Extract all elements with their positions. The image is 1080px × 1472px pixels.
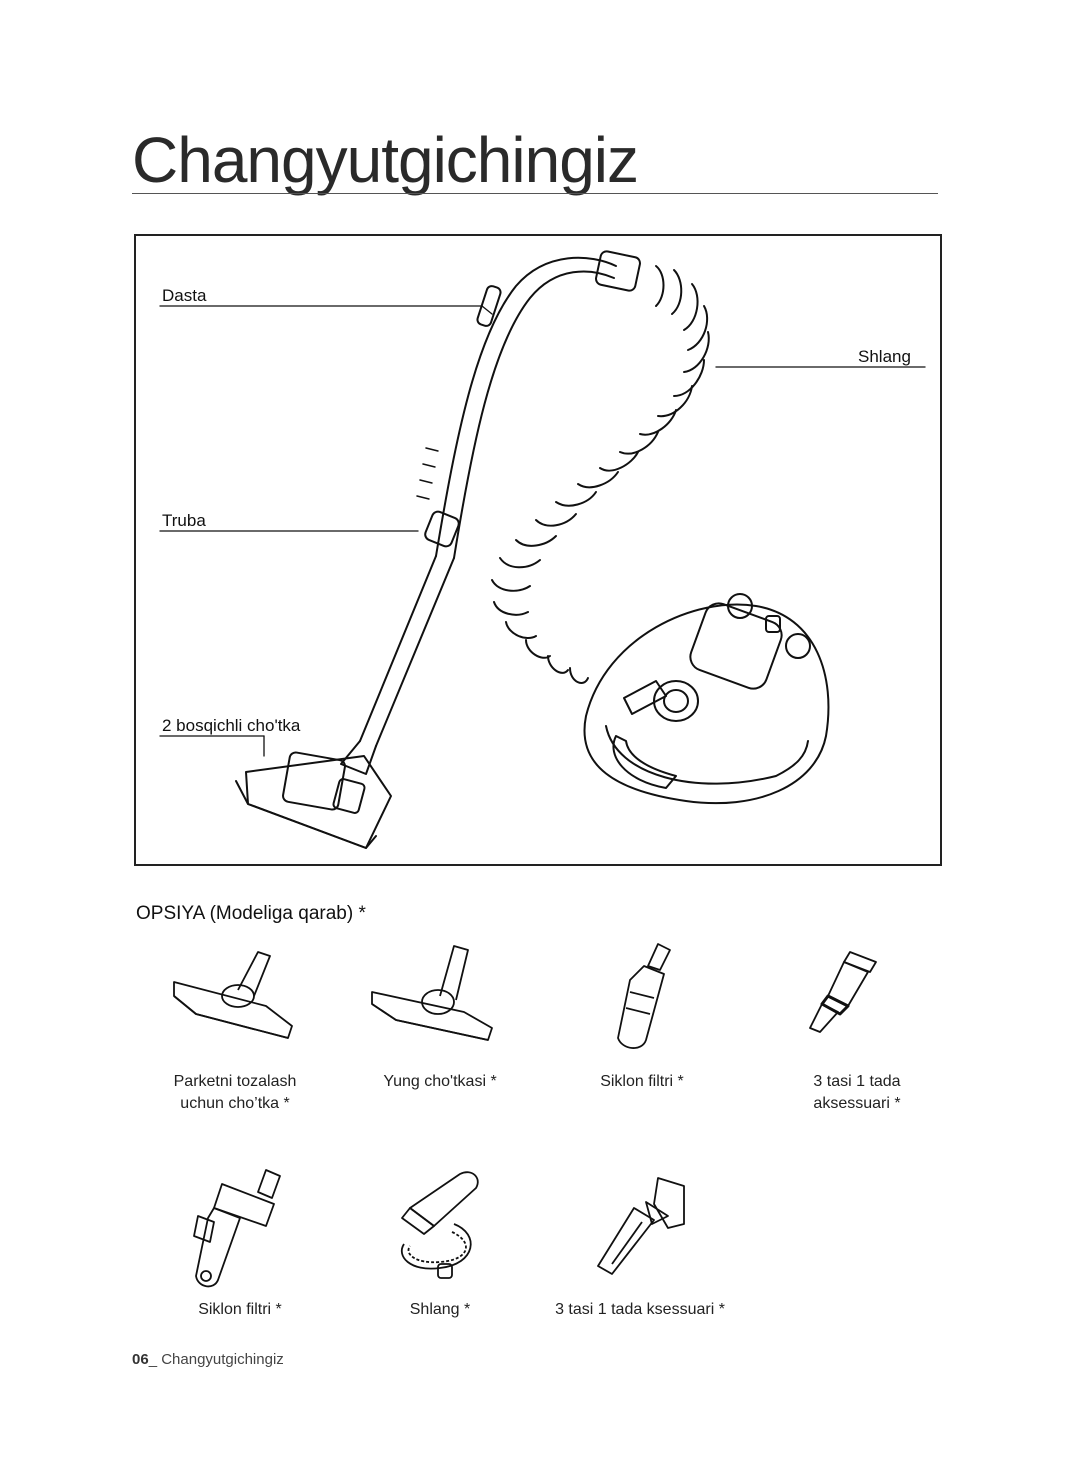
accessory-label-cyclone-filter: Siklon filtri * bbox=[552, 1071, 732, 1093]
3in1-accessory-icon bbox=[809, 951, 877, 1033]
footer-separator: _ bbox=[148, 1351, 162, 1368]
accessory-label-3in1: 3 tasi 1 tada aksessuari * bbox=[762, 1071, 952, 1115]
accessory-label-cyclone-filter-2: Siklon filtri * bbox=[140, 1299, 340, 1321]
accessory-label-line: 3 tasi 1 tada ksessuari * bbox=[555, 1301, 725, 1318]
label-pipe: Truba bbox=[162, 511, 206, 530]
footer-section-title: Changyutgichingiz bbox=[161, 1351, 284, 1368]
label-brush: 2 bosqichli cho'tka bbox=[162, 716, 301, 735]
cyclone-filter-large-icon bbox=[193, 1169, 281, 1288]
vacuum-diagram: Dasta Shlang Truba 2 bosqichli cho'tka bbox=[134, 234, 942, 866]
cyclone-filter-icon bbox=[617, 943, 671, 1049]
accessory-label-parquet-brush: Parketni tozalash uchun cho’tka * bbox=[140, 1071, 330, 1115]
accessory-label-pet-brush: Yung cho'tkasi * bbox=[350, 1071, 530, 1093]
page-footer: 06_ Changyutgichingiz bbox=[132, 1351, 284, 1368]
page-title: Changyutgichingiz bbox=[132, 124, 639, 196]
page-number: 06 bbox=[132, 1351, 149, 1368]
accessory-label-hose: Shlang * bbox=[350, 1299, 530, 1321]
pet-brush-icon bbox=[371, 945, 493, 1041]
accessory-label-line: Shlang * bbox=[409, 1301, 471, 1318]
parquet-brush-icon bbox=[173, 951, 293, 1039]
accessory-label-line: Siklon filtri * bbox=[198, 1301, 282, 1318]
label-hose: Shlang bbox=[858, 347, 911, 366]
label-handle: Dasta bbox=[162, 286, 207, 305]
accessory-label-line: uchun cho’tka * bbox=[180, 1095, 290, 1112]
options-heading: OPSIYA (Modeliga qarab) * bbox=[136, 903, 366, 924]
title-rule bbox=[132, 193, 938, 194]
accessory-label-3in1-alt: 3 tasi 1 tada ksessuari * bbox=[520, 1299, 760, 1321]
vacuum-cleaner-illustration bbox=[159, 250, 926, 849]
accessory-label-line: Parketni tozalash bbox=[173, 1073, 297, 1090]
accessory-label-line: Yung cho'tkasi * bbox=[383, 1073, 497, 1090]
3in1-accessory-alt-icon bbox=[597, 1177, 685, 1275]
accessory-label-line: 3 tasi 1 tada bbox=[813, 1073, 901, 1090]
hose-icon bbox=[400, 1171, 479, 1279]
accessory-label-line: aksessuari * bbox=[813, 1095, 901, 1112]
accessory-label-line: Siklon filtri * bbox=[600, 1073, 684, 1090]
